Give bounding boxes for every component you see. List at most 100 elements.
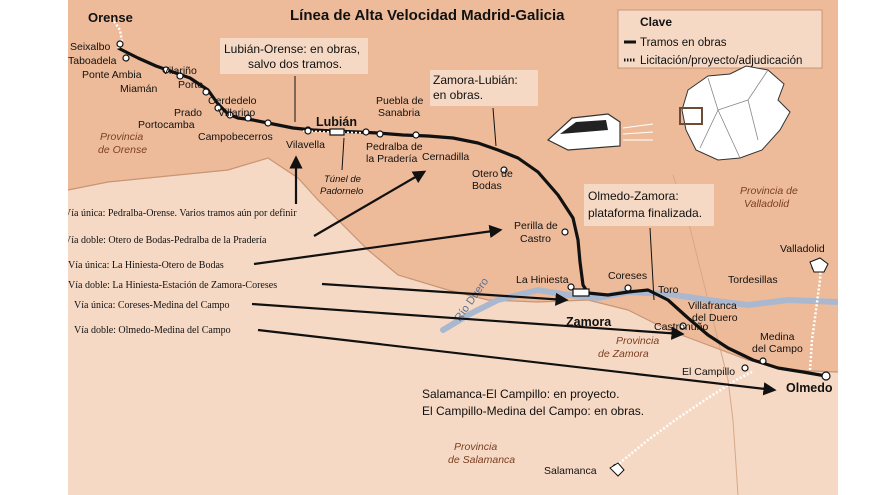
legend-heading: Clave: [640, 15, 672, 29]
station-label: Portocamba: [138, 119, 195, 131]
track-note: Vía única: Pedralba-Orense. Varios tramo…: [68, 208, 297, 219]
station-dot: [244, 114, 252, 122]
station-label: Toro: [658, 284, 679, 296]
city-olmedo: Olmedo: [786, 381, 833, 395]
station-dot: [202, 88, 210, 96]
note-arrow: [313, 170, 427, 237]
station-dot: [162, 66, 170, 74]
station-label: Valladolid: [780, 243, 825, 255]
station-label: Cernadilla: [422, 151, 469, 163]
station-dot: [304, 127, 312, 135]
high-speed-rail-map: Río Duero Línea de Alta Vel: [68, 0, 838, 495]
station-dot: [214, 104, 222, 112]
station-dot: [500, 166, 508, 174]
callout-box-zamora-lubian: [430, 70, 538, 106]
tunnel-pointer: [341, 137, 345, 171]
locator-province-lines: [699, 69, 769, 159]
callout-salamanca: Salamanca-El Campillo: en proyecto.El Ca…: [422, 387, 644, 418]
callout-box-olmedo-zamora: [584, 184, 714, 226]
map-title: Línea de Alta Velocidad Madrid-Galicia: [290, 7, 565, 24]
lubian-marker: [329, 128, 345, 136]
station-label: Tordesillas: [728, 274, 778, 286]
callout-pointer: [649, 227, 655, 301]
note-arrows: [251, 155, 777, 396]
province-boundary: [68, 157, 838, 373]
city-orense: Orense: [88, 10, 133, 25]
station-dot: [226, 111, 234, 119]
rail-line-dotted-valladolid: [808, 261, 823, 371]
station-label: Porto: [178, 79, 203, 91]
station-dot: [264, 119, 272, 127]
station-dot: [624, 284, 632, 292]
track-note: Vía única: La Hiniesta-Otero de Bodas: [68, 260, 224, 271]
station-label: Taboadela: [68, 55, 117, 67]
track-note: Vía doble: Olmedo-Medina del Campo: [74, 325, 231, 336]
rail-line-in-works: [117, 46, 827, 378]
station-label: Salamanca: [544, 465, 597, 477]
province-boundary-east: [672, 174, 739, 495]
station-label: Cerdedelo: [208, 95, 257, 107]
locator-region-shape: [681, 65, 791, 161]
legend-item-dotted: Licitación/proyecto/adjudicación: [640, 55, 802, 67]
locator-map: [679, 65, 791, 161]
track-notes: Vía única: Pedralba-Orense. Varios tramo…: [68, 208, 297, 336]
callout-pointer: [492, 107, 497, 147]
station-label: Vilavella: [286, 139, 325, 151]
station-dot: [362, 128, 370, 136]
salamanca-city-shape: [609, 462, 625, 477]
station-label: Ponte Ambia: [82, 69, 142, 81]
track-note: Vía doble: Otero de Bodas-Pedralba de la…: [68, 235, 267, 246]
track-note: Vía doble: La Hiniesta-Estación de Zamor…: [68, 280, 277, 291]
station-label: Campobecerros: [198, 131, 273, 143]
station-dot: [176, 72, 184, 80]
station-label: Seixalbo: [70, 41, 110, 53]
note-arrow: [253, 224, 503, 266]
station-label: Coreses: [608, 270, 647, 282]
station-dot: [821, 371, 831, 381]
station-dot: [376, 130, 384, 138]
note-arrow: [321, 282, 569, 306]
city-lubian: Lubián: [316, 115, 357, 129]
rail-line-dotted-orense: [110, 17, 124, 49]
valladolid-city-shape: [809, 257, 829, 273]
callout-box-salamanca: [418, 382, 670, 422]
station-dot: [759, 357, 767, 365]
city-zamora: Zamora: [566, 315, 612, 329]
rail-line-dotted-salamanca: [615, 370, 753, 467]
locator-highlight: [679, 107, 703, 125]
station-dot: [116, 40, 124, 48]
train-icon: [546, 113, 654, 151]
station-label: La Hiniesta: [516, 274, 569, 286]
legend-item-solid: Tramos en obras: [640, 37, 727, 49]
station-label: Prado: [174, 107, 202, 119]
station-dot: [561, 228, 569, 236]
note-arrow: [251, 302, 685, 340]
station-labels: Seixalbo Taboadela Ponte Ambia Miamán Vi…: [68, 41, 825, 477]
zamora-marker: [572, 288, 590, 297]
callout-olmedo-zamora: Olmedo-Zamora:plataforma finalizada.: [588, 189, 702, 220]
station-dot: [412, 131, 420, 139]
station-label: El Campillo: [682, 366, 735, 378]
callout-box-lubian-orense: [220, 38, 368, 74]
station-label: Miamán: [120, 83, 158, 95]
legend-box: [617, 9, 823, 69]
callout-zamora-lubian: Zamora-Lubián:en obras.: [433, 73, 518, 102]
callout-lubian-orense: Lubián-Orense: en obras,salvo dos tramos…: [224, 42, 360, 71]
note-arrow: [257, 328, 777, 396]
station-label: Villarino: [218, 107, 255, 119]
station-dot: [741, 364, 749, 372]
station-dot: [122, 54, 130, 62]
station-label: Vilariño: [162, 65, 197, 77]
